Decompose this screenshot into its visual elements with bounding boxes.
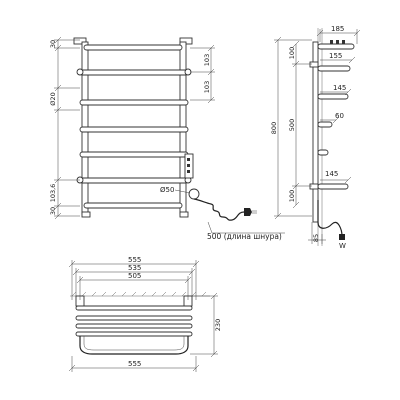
crossbars bbox=[79, 44, 189, 209]
top-view-bar bbox=[75, 323, 193, 329]
side-bar bbox=[317, 183, 349, 190]
dim-front-right-103-a: 103 bbox=[203, 54, 211, 66]
dim-side-800: 800 bbox=[270, 122, 278, 134]
bottom-leg-left bbox=[81, 211, 91, 218]
dim-front-right-103-b: 103 bbox=[203, 81, 211, 93]
side-bar bbox=[317, 121, 333, 128]
dim-heater-diameter: Ø50 bbox=[160, 186, 174, 194]
plug-symbol: W bbox=[339, 242, 346, 250]
dim-front-top-30: 30 bbox=[49, 40, 57, 48]
crossbar bbox=[79, 177, 189, 184]
dim-side-145-bottom: 145 bbox=[325, 170, 338, 178]
front-view: 30 Ø20 103,6 30 103 103 Ø50 500 (длина ш… bbox=[49, 36, 285, 241]
top-view-bar bbox=[75, 315, 193, 321]
crossbar bbox=[83, 44, 183, 51]
crossbar bbox=[79, 126, 189, 133]
control-button bbox=[187, 164, 190, 167]
wall-mount bbox=[76, 68, 84, 76]
side-power-cord bbox=[317, 200, 343, 237]
top-view-bar bbox=[75, 305, 193, 311]
side-bracket bbox=[309, 183, 319, 190]
top-view: 555 535 505 230 555 bbox=[68, 256, 222, 372]
side-bar bbox=[317, 65, 351, 72]
dim-side-500: 500 bbox=[288, 119, 296, 131]
dim-top-555: 555 bbox=[128, 256, 141, 264]
heater-element bbox=[188, 188, 200, 200]
control-button bbox=[187, 170, 190, 173]
top-knob bbox=[342, 40, 345, 44]
top-knob bbox=[330, 40, 333, 44]
dim-front-diameter-20: Ø20 bbox=[49, 92, 57, 105]
dim-side-145-top: 145 bbox=[333, 84, 346, 92]
dim-side-185: 185 bbox=[331, 25, 344, 33]
side-bar bbox=[317, 149, 329, 156]
side-power-plug bbox=[339, 234, 345, 240]
crossbar bbox=[79, 69, 189, 76]
side-rail bbox=[312, 41, 319, 223]
crossbar bbox=[79, 99, 189, 106]
top-knob bbox=[336, 40, 339, 44]
power-plug bbox=[244, 208, 252, 216]
dim-side-60: 60 bbox=[335, 112, 344, 120]
crossbar bbox=[83, 202, 183, 209]
top-view-bar bbox=[75, 331, 193, 337]
crossbar bbox=[79, 151, 189, 158]
dim-top-505: 505 bbox=[128, 272, 141, 280]
dim-front-103-6: 103,6 bbox=[49, 184, 57, 203]
dim-top-230: 230 bbox=[214, 319, 222, 331]
top-bracket-left bbox=[73, 37, 87, 45]
power-cord bbox=[193, 198, 245, 221]
dim-side-100-top: 100 bbox=[288, 47, 296, 59]
dim-side-155: 155 bbox=[329, 52, 342, 60]
dim-side-100-bottom: 100 bbox=[288, 190, 296, 202]
top-view-outer-loop bbox=[79, 336, 189, 355]
cord-length-note: 500 (длина шнура) bbox=[207, 232, 282, 241]
side-view: W 185 155 145 60 145 800 100 500 100 bbox=[270, 25, 361, 250]
side-bar bbox=[317, 93, 349, 100]
dim-top-535: 535 bbox=[128, 264, 141, 272]
side-bar bbox=[317, 43, 355, 50]
control-button bbox=[187, 158, 190, 161]
dim-bottom-555: 555 bbox=[128, 360, 141, 368]
dim-front-bottom-30: 30 bbox=[49, 207, 57, 215]
dim-side-85: 85 bbox=[312, 234, 320, 242]
top-view-bars bbox=[75, 305, 193, 337]
side-bracket bbox=[309, 61, 319, 68]
bottom-leg-right bbox=[179, 211, 189, 218]
